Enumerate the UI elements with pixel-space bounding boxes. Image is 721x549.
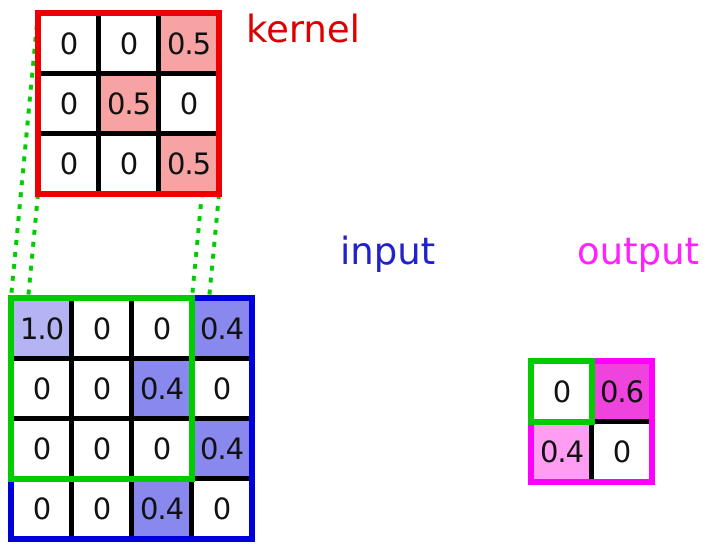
grid-cell: 0.4 xyxy=(134,481,189,536)
grid-cell: 0.5 xyxy=(161,136,216,191)
grid-cell: 0 xyxy=(161,76,216,131)
grid-cell: 0 xyxy=(14,421,69,476)
kernel-label: kernel xyxy=(246,8,360,51)
grid-cell: 0 xyxy=(134,421,189,476)
grid-cell: 0 xyxy=(74,421,129,476)
grid-cell: 0.5 xyxy=(101,76,156,131)
grid-cell: 0 xyxy=(74,301,129,356)
grid-cell: 0 xyxy=(594,424,649,479)
grid-cell: 0 xyxy=(194,361,249,416)
grid-cell: 0 xyxy=(74,361,129,416)
grid-cell: 0.4 xyxy=(534,424,589,479)
grid-cell: 0 xyxy=(194,481,249,536)
grid-cell: 0 xyxy=(534,364,589,419)
grid-cell: 0 xyxy=(74,481,129,536)
input-label: input xyxy=(340,230,436,273)
grid-cell: 0.5 xyxy=(161,16,216,71)
grid-cell: 0 xyxy=(41,76,96,131)
grid-cell: 0 xyxy=(41,136,96,191)
grid-cell: 0.4 xyxy=(194,301,249,356)
grid-cell: 0 xyxy=(134,301,189,356)
grid-cell: 0 xyxy=(101,136,156,191)
grid-cell: 0.4 xyxy=(194,421,249,476)
grid-cell: 0 xyxy=(14,361,69,416)
grid-cell: 0 xyxy=(101,16,156,71)
grid-cell: 1.0 xyxy=(14,301,69,356)
grid-cell: 0 xyxy=(41,16,96,71)
grid-cell: 0.4 xyxy=(134,361,189,416)
output-label: output xyxy=(577,230,700,273)
grid-cell: 0.6 xyxy=(594,364,649,419)
grid-cell: 0 xyxy=(14,481,69,536)
